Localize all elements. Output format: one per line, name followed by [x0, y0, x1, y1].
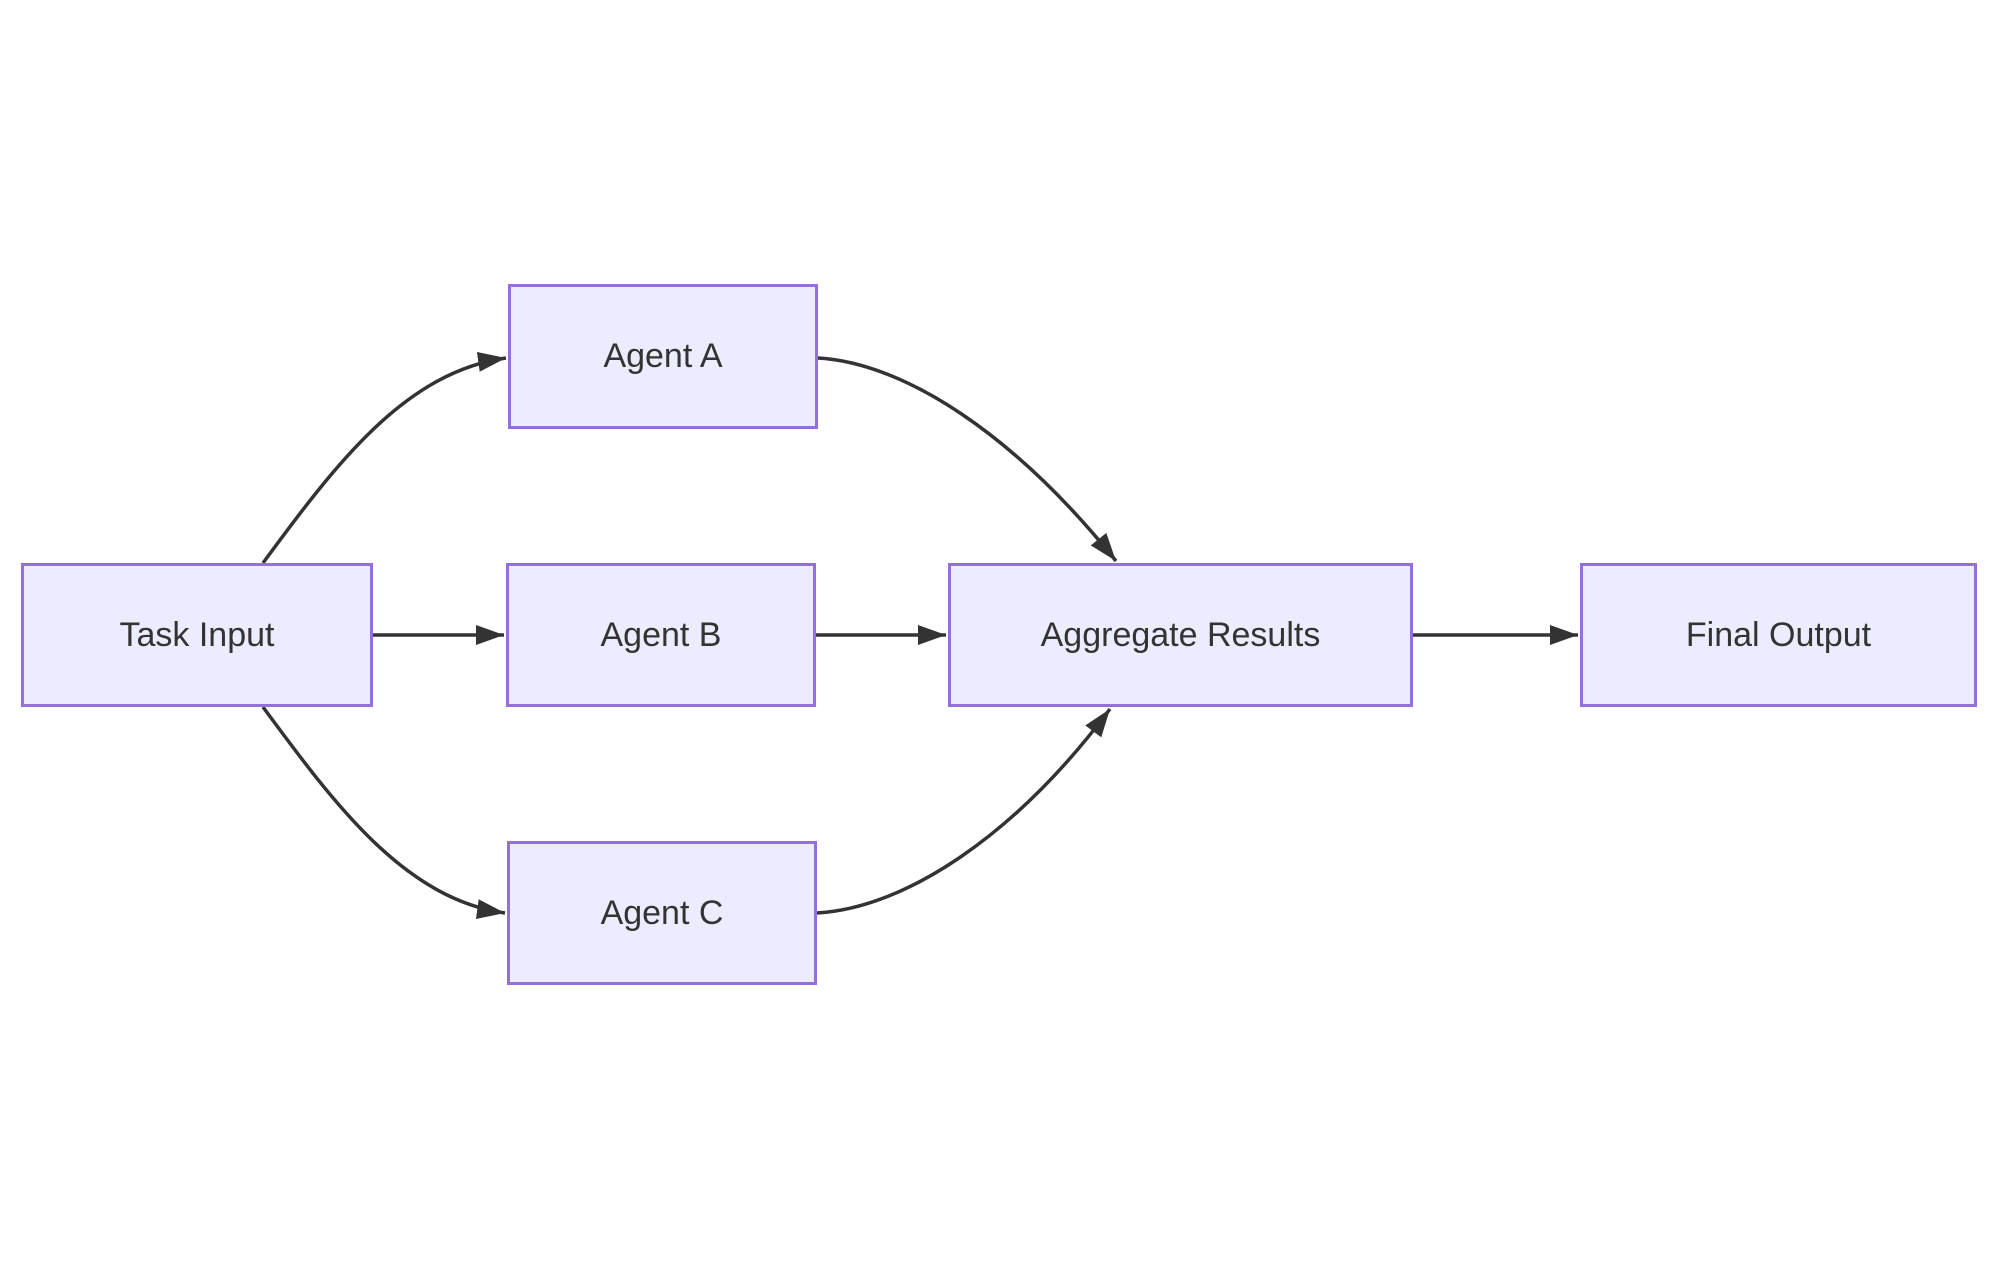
edge-task-input-to-agent-c — [261, 705, 506, 919]
node-agent-a: Agent A — [508, 284, 818, 429]
node-label-final-output: Final Output — [1685, 615, 1872, 654]
node-agent-c: Agent C — [507, 841, 817, 985]
node-final-output: Final Output — [1580, 563, 1977, 707]
node-task-input: Task Input — [21, 563, 373, 707]
edge-agent-c-to-aggregate-results — [816, 707, 1112, 915]
node-label-agent-b: Agent B — [600, 615, 722, 654]
node-label-aggregate-results: Aggregate Results — [1040, 615, 1321, 654]
edge-task-input-to-agent-a — [261, 351, 507, 565]
node-aggregate-results: Aggregate Results — [948, 563, 1413, 707]
edge-agent-a-to-aggregate-results — [817, 356, 1118, 563]
node-label-task-input: Task Input — [119, 615, 275, 654]
node-agent-b: Agent B — [506, 563, 816, 707]
node-label-agent-c: Agent C — [600, 893, 724, 932]
node-label-agent-a: Agent A — [603, 337, 723, 376]
